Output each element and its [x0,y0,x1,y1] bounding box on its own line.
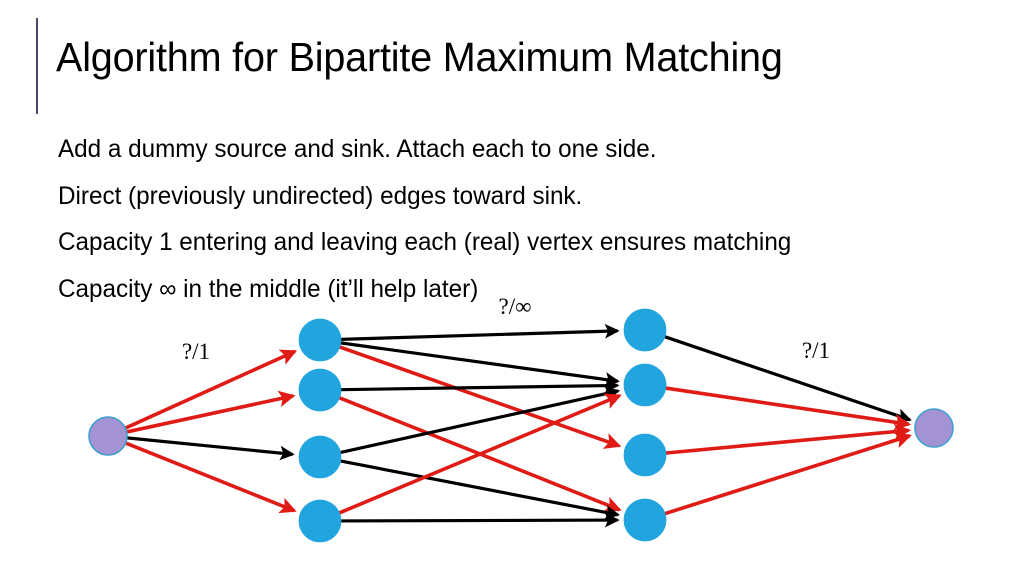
graph-edge-L4-to-R2 [337,393,622,515]
graph-node-R3[interactable] [623,433,667,477]
label-middle-capacity: ?/∞ [499,294,532,319]
label-source-capacity: ?/1 [182,339,210,364]
graph-edge-source-to-L3 [125,436,295,461]
graph-node-R2[interactable] [623,363,667,407]
label-sink-capacity: ?/1 [802,338,830,363]
body-line: Capacity ∞ in the middle (it’ll help lat… [58,274,479,303]
edge-labels-layer: ?/1 ?/∞ ?/1 [182,294,830,364]
graph-node-R4[interactable] [623,498,667,542]
graph-edge-source-to-L1 [123,349,298,431]
edges-layer [123,323,912,528]
body-line: Direct (previously undirected) edges tow… [58,181,583,210]
graph-edge-source-to-L4 [124,441,297,514]
graph-node-L3[interactable] [298,435,342,479]
graph-node-sink[interactable] [914,408,954,448]
body-line: Add a dummy source and sink. Attach each… [58,135,657,163]
flow-network-diagram: ?/1 ?/∞ ?/1 [0,286,1024,576]
graph-edge-L3-to-R4 [339,459,621,520]
graph-node-source[interactable] [88,416,128,456]
nodes-layer [88,308,954,543]
graph-node-L4[interactable] [298,499,342,543]
graph-edge-L2-to-R2 [339,378,620,393]
body-text-block: Add a dummy source and sink. Attach each… [58,126,978,312]
graph-edge-R1-to-sink [663,334,912,423]
graph-edge-L1-to-R3 [338,344,622,449]
page-title: Algorithm for Bipartite Maximum Matching [56,34,783,80]
graph-edge-R3-to-sink [664,423,911,455]
graph-node-R1[interactable] [623,308,667,352]
graph-edge-L1-to-R1 [339,323,620,341]
graph-edge-R4-to-sink [663,432,912,516]
flow-network-svg: ?/1 ?/∞ ?/1 [88,294,954,543]
graph-edge-source-to-L2 [125,390,296,434]
title-accent-bar [36,18,38,114]
graph-node-L2[interactable] [298,368,342,412]
graph-edge-L3-to-R2 [339,386,621,455]
graph-edge-L4-to-R4 [339,512,620,528]
graph-edge-R2-to-sink [664,386,912,431]
body-line: Capacity 1 entering and leaving each (re… [58,228,792,256]
graph-node-L1[interactable] [298,318,342,362]
graph-edge-L1-to-R2 [339,341,620,387]
